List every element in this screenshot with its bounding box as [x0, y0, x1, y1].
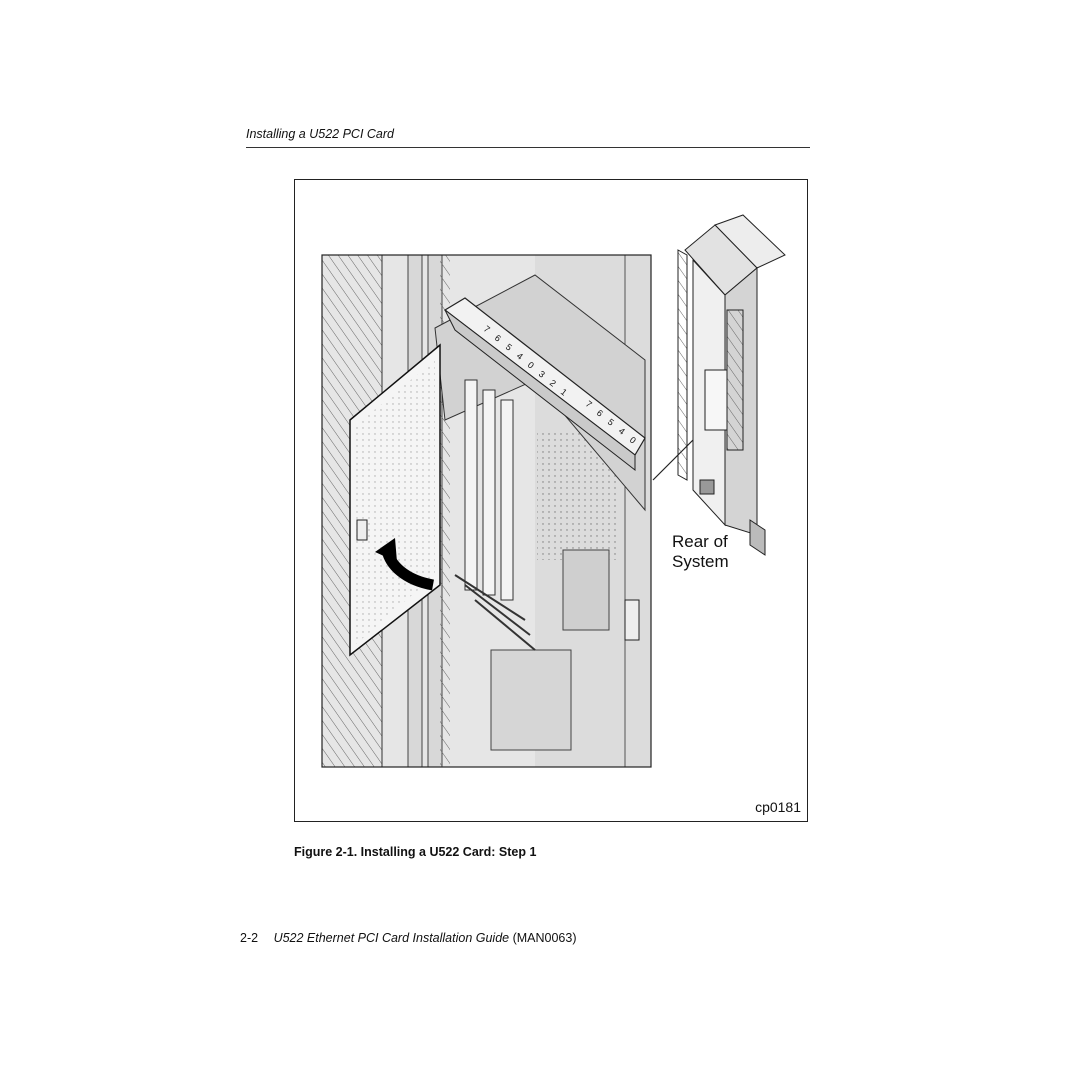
- rear-label-line1: Rear of: [672, 532, 728, 551]
- slot-number-label: 3: [537, 369, 547, 380]
- slot-number-label: 5: [504, 342, 514, 353]
- page-footer: 2-2 U522 Ethernet PCI Card Installation …: [240, 931, 577, 945]
- door-latch: [356, 519, 368, 541]
- cabinet-detail: [322, 255, 651, 767]
- running-head: Installing a U522 PCI Card: [246, 127, 394, 141]
- slot-number-label: 5: [606, 417, 616, 428]
- header-rule: [246, 147, 810, 148]
- slot-number-label: 6: [595, 408, 605, 419]
- rear-system-cabinet: [677, 214, 786, 556]
- rear-of-system-label: Rear of System: [672, 532, 729, 572]
- slot-number-label: 2: [548, 378, 558, 389]
- slot-number-label: 0: [526, 360, 536, 371]
- figure-id: cp0181: [755, 799, 801, 815]
- page-number: 2-2: [240, 931, 259, 945]
- slot-number-label: 7: [584, 399, 594, 410]
- slot-number-label: 6: [493, 333, 503, 344]
- slot-number-label: 1: [559, 387, 569, 398]
- figure-caption: Figure 2-1. Installing a U522 Card: Step…: [294, 845, 537, 859]
- doc-title: U522 Ethernet PCI Card Installation Guid…: [273, 931, 510, 945]
- slot-number-label: 4: [617, 426, 627, 437]
- slot-number-label: 7: [482, 324, 492, 335]
- doc-code: (MAN0063): [512, 931, 577, 945]
- slot-number-label: 0: [628, 435, 638, 446]
- slot-number-label: 4: [515, 351, 525, 362]
- rear-label-line2: System: [672, 552, 729, 571]
